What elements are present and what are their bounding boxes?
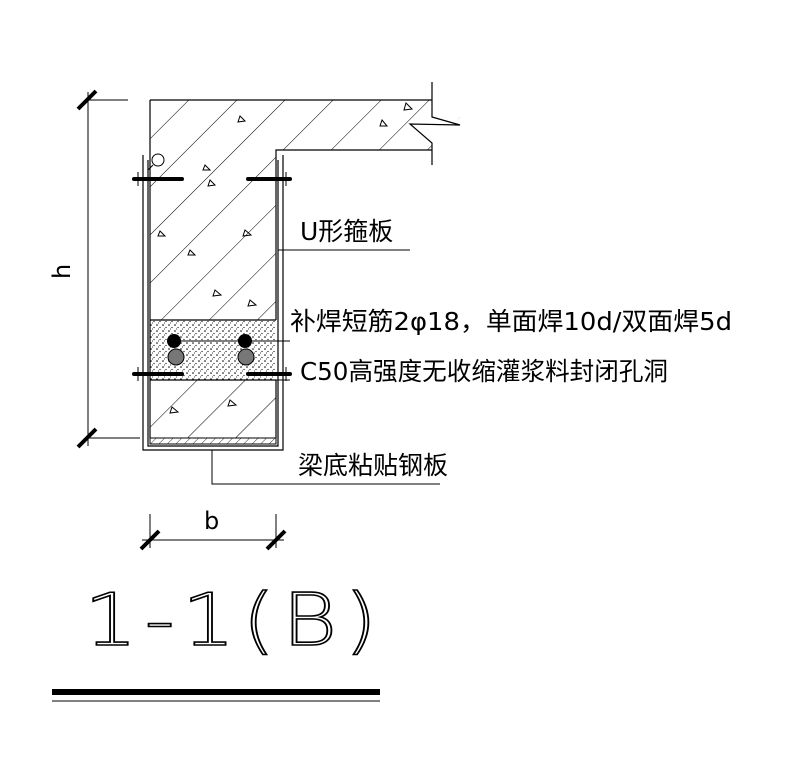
bottom-plate-label: 梁底粘贴钢板 bbox=[298, 451, 448, 480]
width-dimension bbox=[139, 514, 287, 551]
leader-lines bbox=[174, 249, 440, 485]
grout-label: C50高强度无收缩灌浆料封闭孔洞 bbox=[300, 357, 668, 386]
width-label: b bbox=[204, 507, 219, 535]
bolt-washers bbox=[137, 172, 287, 381]
bottom-steel-plate bbox=[149, 437, 277, 445]
height-dimension bbox=[76, 89, 140, 449]
u-plate-label: U形箍板 bbox=[300, 217, 393, 246]
title-underline bbox=[52, 689, 380, 702]
corner-detail bbox=[147, 153, 165, 171]
height-label: h bbox=[48, 264, 76, 279]
rebar-label: 补焊短筋2φ18，单面焊10d/双面焊5d bbox=[290, 307, 732, 336]
section-title: 1-1(B) bbox=[84, 578, 384, 662]
beam-lower bbox=[150, 380, 277, 438]
u-hoop-plate bbox=[142, 155, 284, 451]
grout-zone bbox=[150, 319, 276, 381]
anchor-bolts bbox=[132, 177, 292, 376]
